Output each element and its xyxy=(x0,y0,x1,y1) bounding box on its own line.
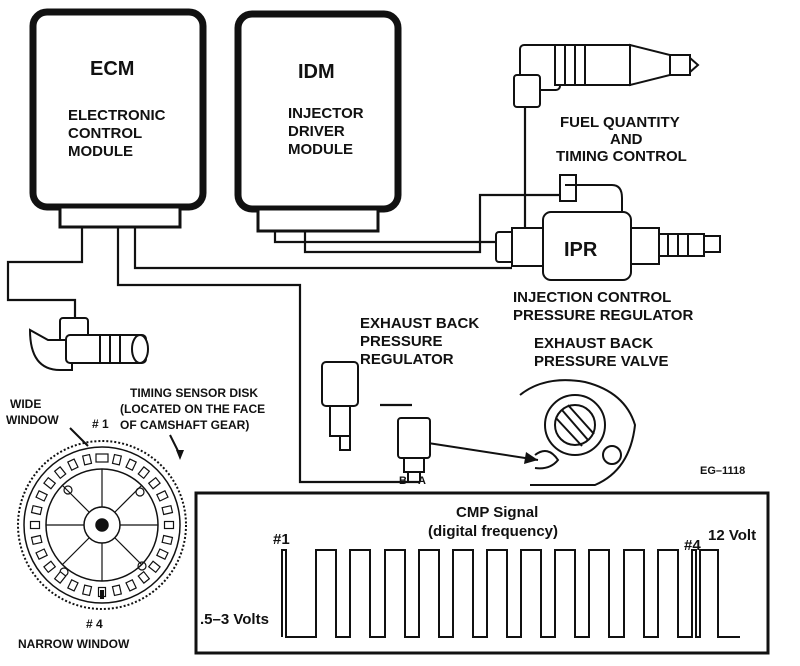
narrow-window-label: NARROW WINDOW xyxy=(18,637,130,651)
ecm-module: ECM ELECTRONIC CONTROL MODULE xyxy=(29,8,207,229)
disk-window-slot xyxy=(81,584,93,597)
disk-window-slot xyxy=(29,520,41,530)
idm-label-line2: DRIVER xyxy=(288,123,345,140)
disk-window-slot xyxy=(30,504,43,516)
ebp-regulator xyxy=(321,361,431,482)
wide-window-line2: WINDOW xyxy=(6,413,59,427)
fuel-injector xyxy=(513,43,700,108)
disk-label-line1: TIMING SENSOR DISK xyxy=(130,386,258,400)
ebp-valve xyxy=(519,379,637,486)
ipr-label-line2: PRESSURE REGULATOR xyxy=(513,307,693,324)
idm-label-line3: MODULE xyxy=(288,141,353,158)
ecm-label-line2: CONTROL xyxy=(68,125,142,142)
disk-mark-1: # 1 xyxy=(92,417,109,431)
figure-id: EG–1118 xyxy=(700,465,745,477)
ebp-valve-label-line2: PRESSURE VALVE xyxy=(534,353,668,370)
disk-window-slot xyxy=(95,453,109,463)
disk-window-slot xyxy=(66,579,79,592)
disk-window-slot xyxy=(53,570,67,584)
wide-window-leader xyxy=(69,427,89,447)
ecm-label-line3: MODULE xyxy=(68,143,133,160)
idm-label-line1: INJECTOR xyxy=(288,105,364,122)
disk-mark-4: # 4 xyxy=(86,617,103,631)
signal-mark-1: #1 xyxy=(273,531,290,548)
signal-high-label: 12 Volt xyxy=(708,527,756,544)
disk-window-slot xyxy=(35,548,48,561)
disk-window-slot xyxy=(125,458,138,471)
disk-window-slot xyxy=(147,476,161,490)
wide-window-line1: WIDE xyxy=(10,397,41,411)
disk-window-slot xyxy=(161,504,174,516)
disk-window-slot xyxy=(156,548,169,561)
disk-window-slot xyxy=(111,584,123,597)
cmp-square-wave xyxy=(281,549,740,638)
ebp-pin-b: B xyxy=(399,475,407,487)
disk-leader-arrowhead xyxy=(176,450,184,460)
signal-subtitle: (digital frequency) xyxy=(428,523,558,540)
idm-module: IDM INJECTOR DRIVER MODULE xyxy=(234,10,402,233)
disk-window-slots xyxy=(29,453,175,599)
disk-window-slot xyxy=(43,476,57,490)
idm-abbr: IDM xyxy=(298,61,335,83)
fuel-label-line3: TIMING CONTROL xyxy=(556,148,687,165)
disk-window-slot xyxy=(147,560,161,574)
narrow-window-slot xyxy=(100,590,104,599)
ecm-label-line1: ELECTRONIC xyxy=(68,107,166,124)
disk-window-slot xyxy=(156,489,169,502)
disk-window-slot xyxy=(81,453,93,466)
disk-window-slot xyxy=(137,570,151,584)
signal-arrow xyxy=(427,442,539,461)
ebp-reg-label-line3: REGULATOR xyxy=(360,351,454,368)
ebp-reg-label-line2: PRESSURE xyxy=(360,333,443,350)
signal-low-label: .5–3 Volts xyxy=(200,611,269,628)
disk-window-slot xyxy=(137,466,151,480)
disk-window-slot xyxy=(35,489,48,502)
signal-title: CMP Signal xyxy=(456,504,538,521)
cmp-sensor xyxy=(28,317,149,371)
signal-mark-4: #4 xyxy=(684,537,701,554)
disk-window-slot xyxy=(125,579,138,592)
disk-label-line2: (LOCATED ON THE FACE xyxy=(120,402,265,416)
fuel-label-line2: AND xyxy=(610,131,643,148)
ipr-abbr: IPR xyxy=(564,239,598,261)
ebp-reg-label-line1: EXHAUST BACK xyxy=(360,315,479,332)
disk-window-slot xyxy=(43,560,57,574)
ecm-abbr: ECM xyxy=(90,58,134,80)
ebp-valve-label-line1: EXHAUST BACK xyxy=(534,335,653,352)
ipr-regulator xyxy=(495,174,721,281)
timing-sensor-disk xyxy=(17,440,187,610)
disk-window-slot xyxy=(161,534,174,546)
disk-window-slot xyxy=(66,458,79,471)
signal-panel xyxy=(194,491,770,655)
ipr-label-line1: INJECTION CONTROL xyxy=(513,289,671,306)
disk-window-slot xyxy=(111,453,123,466)
wiring xyxy=(6,100,565,484)
disk-window-slot xyxy=(53,466,67,480)
fuel-label-line1: FUEL QUANTITY xyxy=(560,114,680,131)
ebp-pin-a: A xyxy=(418,475,426,487)
disk-window-slot xyxy=(30,534,43,546)
disk-window-slot xyxy=(163,520,175,530)
disk-label-line3: OF CAMSHAFT GEAR) xyxy=(120,418,249,432)
signal-arrowhead xyxy=(524,452,538,464)
